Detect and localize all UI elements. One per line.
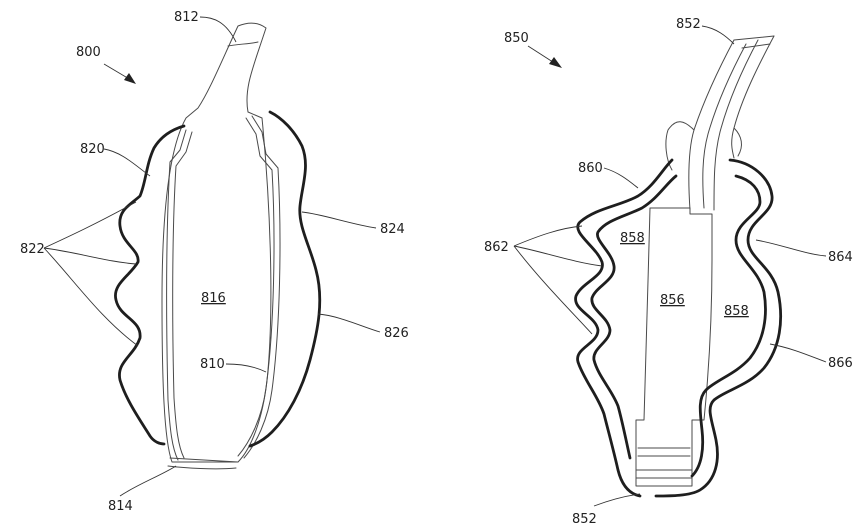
label-824: 824 [380,222,405,237]
label-862: 862 [484,240,509,255]
tube-inner-left [703,44,746,208]
leader-866 [770,344,826,362]
central-insert [636,208,712,486]
inner-wall-left [167,130,186,460]
leader-826 [318,314,380,332]
arrow-800-head [124,73,136,84]
label-852-bottom: 852 [572,512,597,527]
label-826: 826 [384,326,409,341]
label-820: 820 [80,142,105,157]
inner-wall-left-2 [173,132,192,458]
outer-sleeve-right [250,112,320,446]
leader-822-a [44,202,136,248]
label-858-left: 858 [620,231,645,246]
tube-end [734,36,774,40]
neck-band [228,42,258,46]
leader-862-a [514,226,582,246]
leader-814 [120,466,176,496]
label-810: 810 [200,357,225,372]
leader-810 [226,364,266,372]
arrow-850-head [549,57,562,68]
leader-860 [604,168,638,188]
sleeve-right-outer [656,160,781,496]
label-866: 866 [828,356,853,371]
bottom-band-bottom [168,466,236,469]
label-860: 860 [578,161,603,176]
leader-864 [756,240,826,256]
label-816: 816 [201,291,226,306]
tube-outer-right [732,36,774,158]
leader-812 [200,17,236,42]
bag-outline-right [734,128,741,156]
sleeve-right-inner [692,176,765,476]
leader-852-bottom [594,494,640,506]
leader-852-top [702,26,734,44]
label-812: 812 [174,10,199,25]
label-822: 822 [20,242,45,257]
label-852-top: 852 [676,17,701,32]
sleeve-left-outer [576,160,672,496]
leader-822-b [44,248,136,264]
label-800: 800 [76,45,101,60]
label-850: 850 [504,31,529,46]
label-858-right: 858 [724,304,749,319]
label-814: 814 [108,499,133,514]
figure-850: 850 852 860 862 858 856 858 864 866 852 [484,17,853,527]
figure-800: 800 812 820 822 824 826 816 810 814 [20,10,409,514]
leader-820 [104,149,150,176]
label-856: 856 [660,293,685,308]
label-864: 864 [828,250,853,265]
inner-wall-right-2 [238,118,274,456]
inner-vessel-outline [162,23,271,462]
bottom-band-top [170,458,238,462]
leader-824 [302,212,376,228]
tube-outer-left [689,40,734,210]
